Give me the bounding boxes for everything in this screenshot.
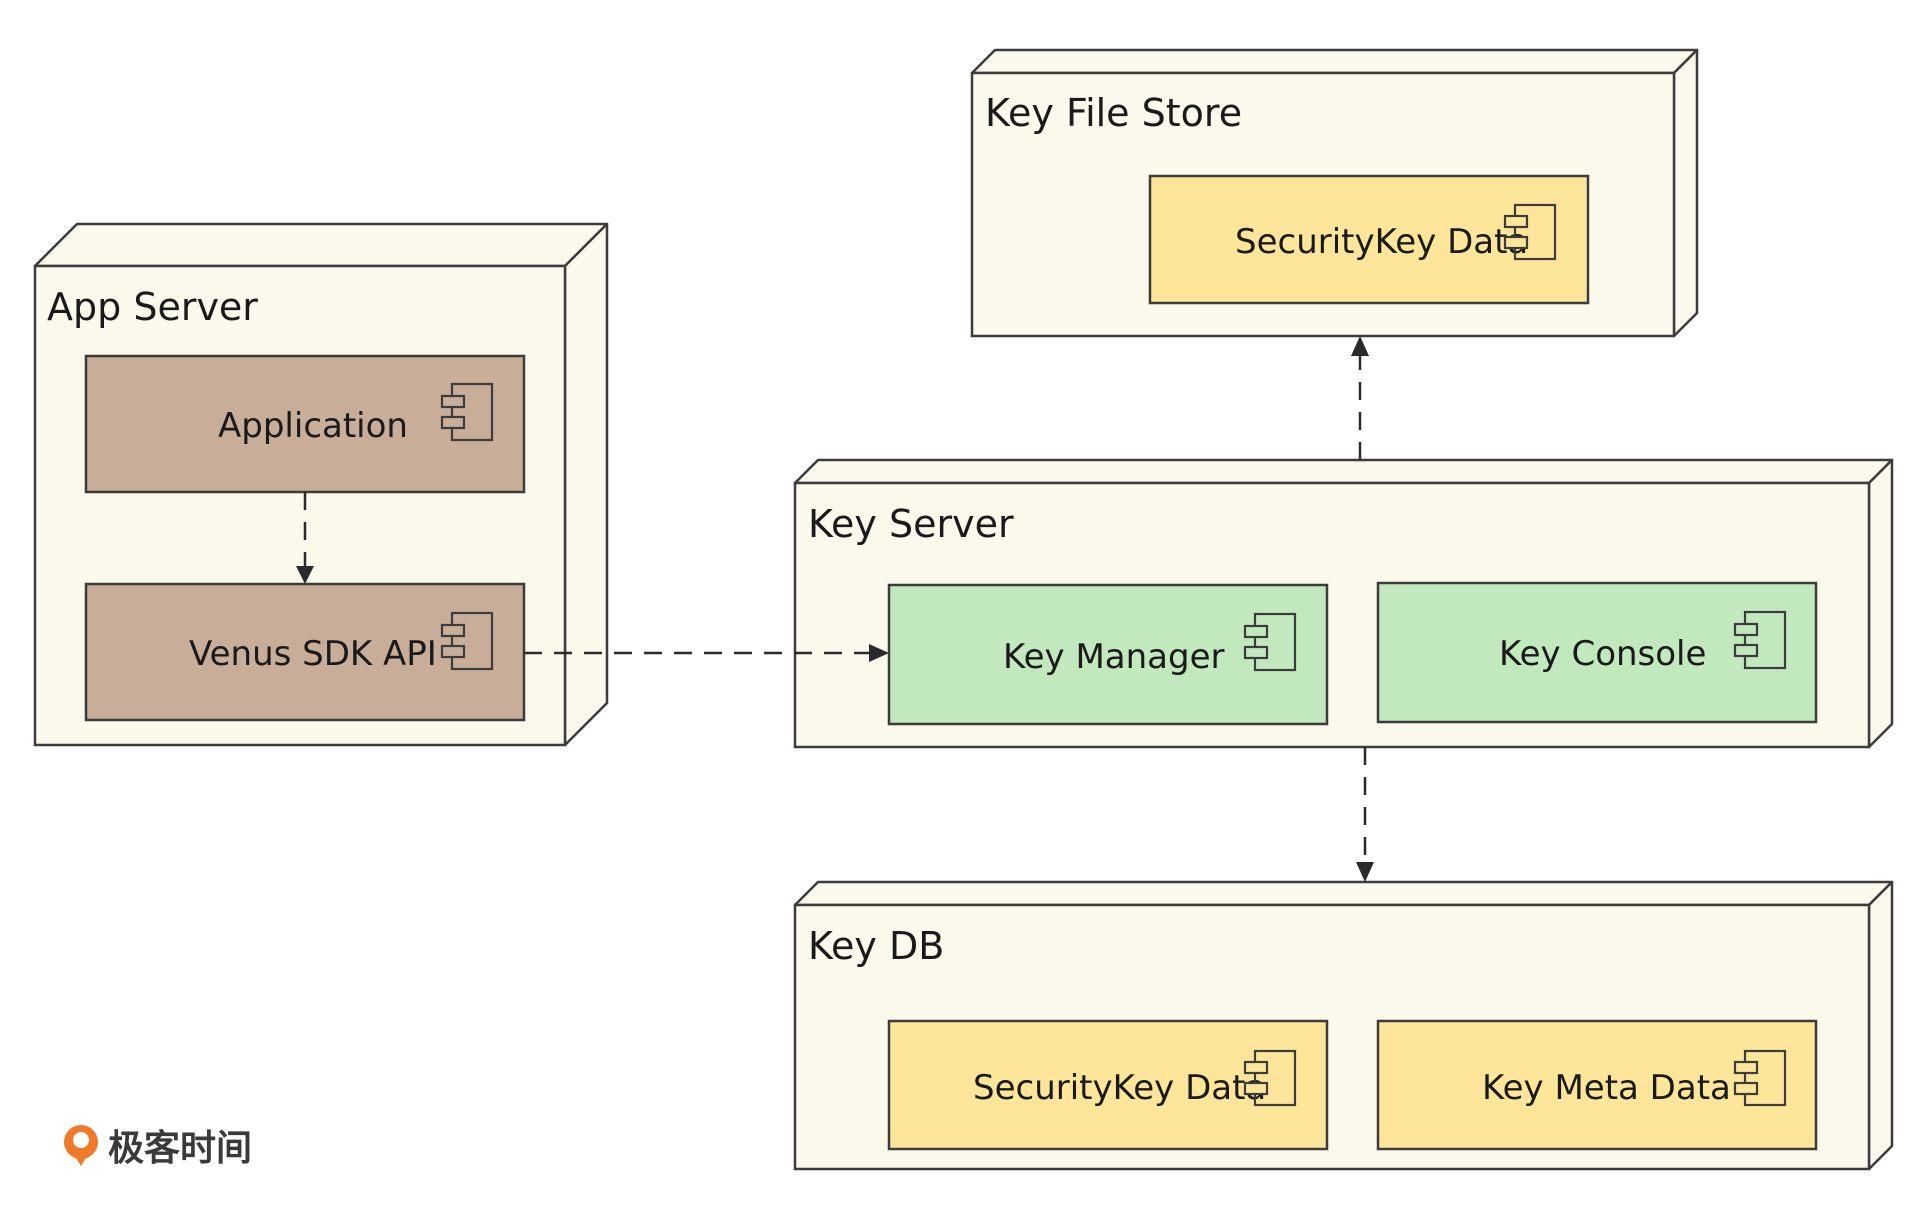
node-key-db-side-face	[1867, 880, 1894, 1171]
node-key-file-store: Key File Store SecurityKey Data	[970, 48, 1699, 338]
component-label: SecurityKey Data	[1235, 222, 1528, 262]
geektime-logo-text: 极客时间	[108, 1128, 252, 1169]
node-key-db: Key DB SecurityKey Data Key Meta Data	[793, 880, 1894, 1171]
node-key-server-side-face	[1867, 458, 1894, 749]
node-key-file-store-title: Key File Store	[985, 91, 1242, 135]
uml-component-icon	[440, 382, 494, 442]
component-label: Key Meta Data	[1482, 1068, 1731, 1108]
arrow-head	[1351, 336, 1369, 356]
arrow-head	[296, 566, 314, 584]
node-key-server: Key Server Key Manager Key Console	[793, 458, 1894, 749]
component-key-console: Key Console	[1376, 581, 1818, 724]
geektime-logo-icon	[64, 1125, 98, 1166]
component-application: Application	[84, 354, 526, 494]
component-key-manager: Key Manager	[887, 583, 1329, 726]
node-app-server: App Server Application Venus SDK API	[33, 222, 609, 747]
uml-component-icon	[1503, 203, 1557, 261]
node-key-db-top-face	[793, 880, 1894, 907]
node-key-server-top-face	[793, 458, 1894, 485]
uml-component-icon	[1733, 1049, 1787, 1107]
component-venus-sdk-api: Venus SDK API	[84, 582, 526, 722]
node-key-file-store-top-face	[970, 48, 1699, 75]
component-key-db-securitykey-data: SecurityKey Data	[887, 1019, 1329, 1151]
uml-component-icon	[1243, 1049, 1297, 1107]
node-key-server-title: Key Server	[808, 502, 1014, 546]
edge-application-to-venus-sdk-api	[296, 492, 314, 584]
node-app-server-title: App Server	[47, 285, 258, 329]
node-app-server-side-face	[563, 222, 609, 747]
component-key-meta-data: Key Meta Data	[1376, 1019, 1818, 1151]
component-label: Key Console	[1499, 634, 1706, 674]
node-key-file-store-side-face	[1672, 48, 1699, 338]
geektime-logo: 极客时间	[64, 1125, 252, 1169]
node-key-db-title: Key DB	[808, 924, 944, 968]
component-key-file-store-securitykey-data: SecurityKey Data	[1148, 174, 1590, 305]
uml-component-icon	[440, 611, 494, 671]
uml-component-icon	[1243, 612, 1297, 672]
edge-key-server-to-key-file-store	[1351, 336, 1369, 460]
edge-key-server-to-key-db	[1356, 747, 1374, 882]
uml-component-icon	[1733, 610, 1787, 670]
arrow-head	[869, 644, 889, 662]
component-label: Key Manager	[1003, 637, 1225, 677]
arrow-head	[1356, 862, 1374, 882]
edge-venus-sdk-api-to-key-manager	[524, 644, 889, 662]
node-app-server-top-face	[33, 222, 609, 268]
component-label: SecurityKey Data	[973, 1068, 1266, 1108]
component-label: Application	[218, 406, 408, 446]
component-label: Venus SDK API	[189, 634, 437, 674]
